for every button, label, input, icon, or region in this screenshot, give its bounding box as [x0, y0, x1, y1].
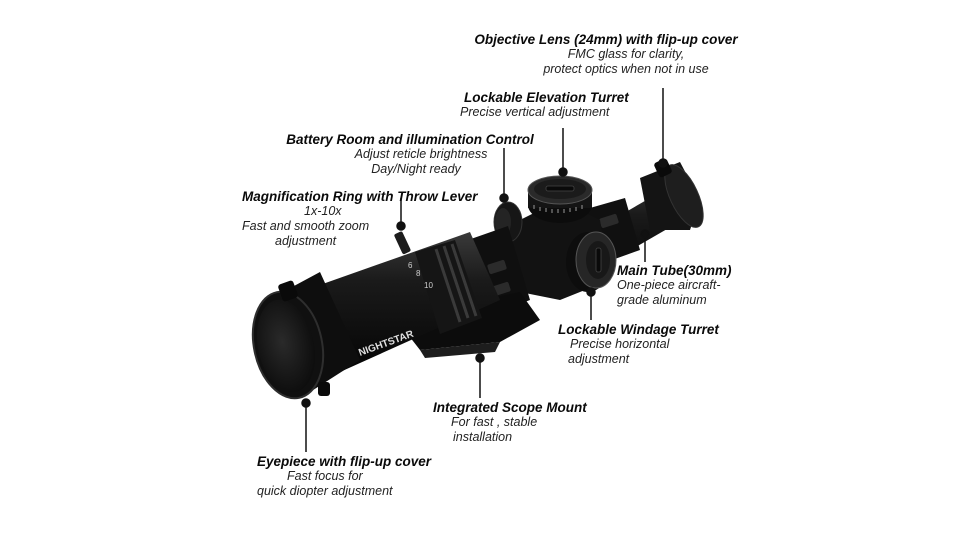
callout-desc: Adjust reticle brightness [354, 147, 488, 161]
callout-eyepiece: Eyepiece with flip-up cover Fast focus f… [257, 454, 431, 499]
callout-title: Eyepiece with flip-up cover [257, 454, 432, 469]
callout-desc: Precise vertical adjustment [460, 105, 610, 119]
svg-text:10: 10 [424, 281, 433, 290]
callout-scope-mount: Integrated Scope Mount For fast , stable… [433, 400, 587, 445]
callout-desc: quick diopter adjustment [257, 484, 393, 498]
callout-objective-lens: Objective Lens (24mm) with flip-up cover… [470, 32, 742, 77]
leader-lines [301, 88, 668, 452]
callout-title: Magnification Ring with Throw Lever [242, 189, 478, 204]
callout-desc: Fast and smooth zoom [242, 219, 370, 233]
callout-desc: FMC glass for clarity, [567, 47, 685, 61]
magnification-marks: 6 8 10 [408, 261, 433, 290]
elevation-turret [527, 175, 593, 223]
callout-desc: adjustment [275, 234, 337, 248]
callout-battery-room: Battery Room and illumination Control Ad… [283, 132, 537, 177]
callout-magnification-ring: Magnification Ring with Throw Lever 1x-1… [242, 189, 478, 249]
callout-desc: installation [453, 430, 513, 444]
callout-desc: adjustment [568, 352, 630, 366]
callout-desc: For fast , stable [451, 415, 538, 429]
callout-title: Integrated Scope Mount [433, 400, 587, 415]
svg-text:6: 6 [408, 261, 413, 270]
callout-desc: Fast focus for [287, 469, 363, 483]
callout-desc: protect optics when not in use [543, 62, 709, 76]
magnification-ring: 6 8 10 [394, 231, 482, 334]
callout-title: Objective Lens (24mm) with flip-up cover [474, 32, 738, 47]
callout-title: Lockable Windage Turret [558, 322, 719, 337]
callout-desc: Precise horizontal [570, 337, 670, 351]
callout-title: Main Tube(30mm) [617, 263, 732, 278]
callout-title: Battery Room and illumination Control [286, 132, 534, 147]
callout-desc: 1x-10x [304, 204, 342, 218]
callout-desc: Day/Night ready [371, 162, 461, 176]
callout-desc: One-piece aircraft- [617, 278, 721, 292]
callout-main-tube: Main Tube(30mm) One-piece aircraft- grad… [617, 263, 732, 308]
callout-title: Lockable Elevation Turret [464, 90, 629, 105]
callout-elevation-turret: Lockable Elevation Turret Precise vertic… [460, 90, 629, 120]
svg-text:8: 8 [416, 269, 421, 278]
eyepiece: NIGHTSTAR [251, 272, 416, 400]
callout-windage-turret: Lockable Windage Turret Precise horizont… [558, 322, 719, 367]
windage-turret [566, 231, 617, 292]
callout-desc: grade aluminum [617, 293, 707, 307]
